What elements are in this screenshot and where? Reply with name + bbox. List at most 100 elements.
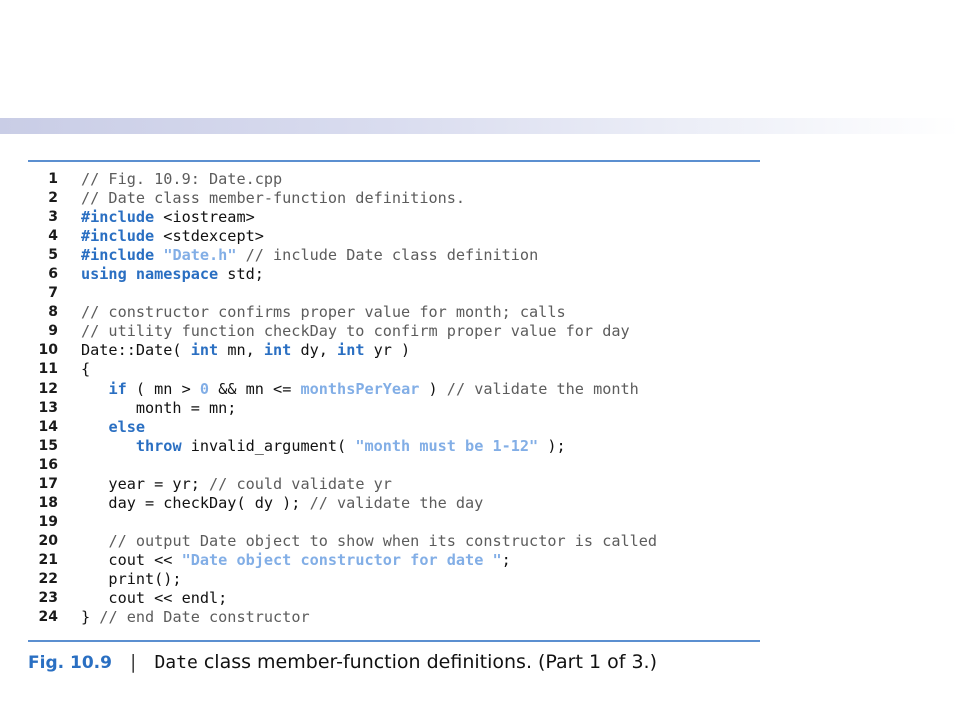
- code-line: 24} // end Date constructor: [28, 608, 760, 627]
- code-token-comment: // end Date constructor: [99, 608, 310, 627]
- code-token-keyword: else: [108, 417, 146, 436]
- code-token-plain: {: [81, 360, 91, 379]
- code-line: 11{: [28, 360, 760, 379]
- code-token-plain: mn,: [218, 341, 264, 360]
- code-line: 21 cout << "Date object constructor for …: [28, 551, 760, 570]
- code-token-keyword: #include: [81, 208, 155, 227]
- code-token-keyword: if: [108, 379, 127, 398]
- line-number: 22: [38, 570, 58, 587]
- code-text: // Fig. 10.9: Date.cpp: [81, 170, 282, 189]
- code-token-plain: cout << endl;: [81, 589, 228, 608]
- code-token-ident: monthsPerYear: [300, 379, 420, 398]
- code-token-comment: // Date class member-function definition…: [81, 189, 466, 208]
- code-token-plain: dy,: [291, 341, 338, 360]
- code-token-number: 0: [199, 379, 210, 398]
- code-text: else: [81, 418, 145, 437]
- line-number: 13: [38, 399, 58, 416]
- code-token-plain: std;: [218, 265, 264, 284]
- code-line: 2 // Date class member-function definitio…: [28, 189, 760, 208]
- code-line: 12 if ( mn > 0 && mn <= monthsPerYear ) …: [28, 380, 760, 399]
- code-text: {: [81, 360, 90, 379]
- code-token-keyword: int: [190, 341, 219, 360]
- code-line: 3#include <iostream>: [28, 208, 760, 227]
- code-token-plain: invalid_argument(: [181, 436, 356, 455]
- code-text: cout << "Date object constructor for dat…: [81, 550, 510, 570]
- code-token-keyword: int: [263, 341, 292, 360]
- code-token-plain: }: [81, 608, 100, 627]
- top-rule: [28, 160, 760, 162]
- code-line: 4 #include <stdexcept>: [28, 227, 760, 246]
- code-token-plain: && mn <=: [209, 379, 301, 398]
- line-number: 6: [48, 266, 58, 283]
- code-token-keyword: throw: [135, 436, 182, 455]
- line-number: 18: [38, 494, 58, 511]
- code-token-plain: <stdexcept>: [154, 227, 264, 246]
- code-token-plain: [81, 418, 108, 436]
- code-token-comment: // utility function checkDay to confirm …: [81, 322, 630, 341]
- code-line: 7: [28, 284, 760, 303]
- code-token-keyword: #include: [81, 227, 155, 246]
- code-text: #include "Date.h" // include Date class …: [81, 246, 538, 265]
- line-number: 1: [48, 171, 58, 187]
- code-text: } // end Date constructor: [81, 608, 310, 627]
- code-token-comment: // Fig. 10.9: Date.cpp: [81, 170, 283, 188]
- caption-separator: |: [129, 651, 137, 673]
- code-token-plain: [81, 380, 108, 398]
- caption-text: class member-function definitions. (Part…: [203, 651, 658, 673]
- code-token-plain: [81, 437, 136, 455]
- code-line: 15 throw invalid_argument( "month must b…: [28, 437, 760, 456]
- code-token-string: "Date object constructor for date ": [181, 550, 502, 569]
- code-text: print();: [81, 570, 181, 589]
- code-text: day = checkDay( dy ); // validate the da…: [81, 494, 483, 513]
- code-token-keyword: int: [337, 341, 365, 360]
- line-number: 12: [38, 380, 58, 397]
- code-text: throw invalid_argument( "month must be 1…: [81, 437, 566, 456]
- code-text: using namespace std;: [81, 265, 264, 284]
- code-line: 22 print();: [28, 570, 760, 589]
- code-line: 9// utility function checkDay to confirm…: [28, 322, 760, 341]
- code-token-plain: Date::Date(: [81, 341, 191, 360]
- code-token-keyword: #include: [81, 246, 155, 265]
- line-number: 5: [48, 247, 58, 264]
- code-token-plain: );: [538, 436, 566, 455]
- title-band: [0, 118, 960, 134]
- code-listing: 1 // Fig. 10.9: Date.cpp 2 // Date class me…: [28, 170, 760, 627]
- line-number: 16: [38, 456, 58, 473]
- code-token-plain: ): [419, 379, 447, 398]
- code-token-plain: yr ): [364, 341, 411, 360]
- line-number: 4: [48, 228, 58, 245]
- line-number: 21: [38, 551, 58, 568]
- caption-code-word: Date: [154, 652, 198, 673]
- code-line: 16: [28, 456, 760, 475]
- code-token-plain: cout <<: [81, 550, 182, 569]
- code-line: 17 year = yr; // could validate yr: [28, 475, 760, 494]
- code-token-plain: month = mn;: [81, 398, 237, 417]
- code-text: #include <iostream>: [81, 208, 255, 227]
- code-text: // output Date object to show when its c…: [81, 532, 657, 551]
- code-token-plain: [81, 532, 108, 550]
- code-token-comment: // output Date object to show when its c…: [108, 531, 658, 550]
- figure-label: Fig. 10.9: [28, 653, 112, 673]
- code-text: month = mn;: [81, 398, 237, 418]
- line-number: 20: [38, 532, 58, 549]
- figure-caption: Fig. 10.9 | Date class member-function d…: [28, 648, 657, 676]
- code-line: 1 // Fig. 10.9: Date.cpp: [28, 170, 760, 189]
- code-text: #include <stdexcept>: [81, 227, 264, 246]
- code-text: // constructor confirms proper value for…: [81, 303, 566, 322]
- line-number: 14: [38, 418, 58, 435]
- code-line: 5 #include "Date.h" // include Date class…: [28, 246, 760, 265]
- code-token-plain: year = yr;: [81, 474, 210, 493]
- line-number: 23: [38, 590, 58, 607]
- code-text: cout << endl;: [81, 589, 227, 608]
- code-token-comment: // could validate yr: [209, 474, 392, 493]
- line-number: 2: [48, 190, 58, 207]
- line-number: 24: [38, 609, 58, 626]
- code-token-plain: <iostream>: [154, 208, 255, 227]
- code-line: 8 // constructor confirms proper value fo…: [28, 303, 760, 322]
- line-number: 8: [48, 304, 58, 321]
- code-line: 13 month = mn;: [28, 399, 760, 418]
- code-line: 14 else: [28, 418, 760, 437]
- code-line: 19: [28, 513, 760, 532]
- code-text: if ( mn > 0 && mn <= monthsPerYear ) // …: [81, 379, 638, 399]
